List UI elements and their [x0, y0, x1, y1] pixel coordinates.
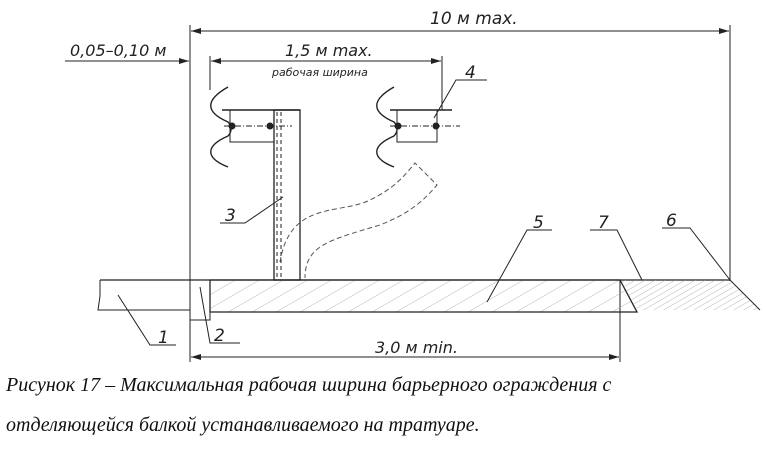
callout-7: 7 [598, 213, 609, 233]
callout-1: 1 [158, 328, 169, 348]
detached-beam-trajectory [279, 162, 438, 279]
element-1-roadway [97, 280, 190, 311]
post [273, 109, 301, 281]
callout-3: 3 [225, 206, 236, 226]
element-6-slope [620, 280, 760, 310]
right-beam-profile [376, 86, 398, 168]
dim-sidewalk-label: 3,0 м min. [375, 338, 458, 357]
callout-2: 2 [214, 326, 225, 346]
dim-offset-label: 0,05–0,10 м [70, 41, 166, 60]
callout-5: 5 [533, 213, 544, 233]
element-5-sidewalk [209, 279, 639, 313]
callout-6: 6 [666, 211, 677, 231]
callout-4: 4 [465, 63, 476, 83]
working-width-label: рабочая ширина [271, 66, 368, 79]
element-2-curb [189, 279, 211, 321]
dim-total-label: 10 м max. [430, 9, 518, 29]
left-beam-profile [210, 86, 232, 168]
figure-caption-line-1: Рисунок 17 – Максимальная рабочая ширина… [6, 374, 612, 396]
dim-working-label: 1,5 м max. [285, 41, 373, 60]
figure-caption-line-2: отделяющейся балкой устанавливаемого на … [6, 414, 480, 436]
